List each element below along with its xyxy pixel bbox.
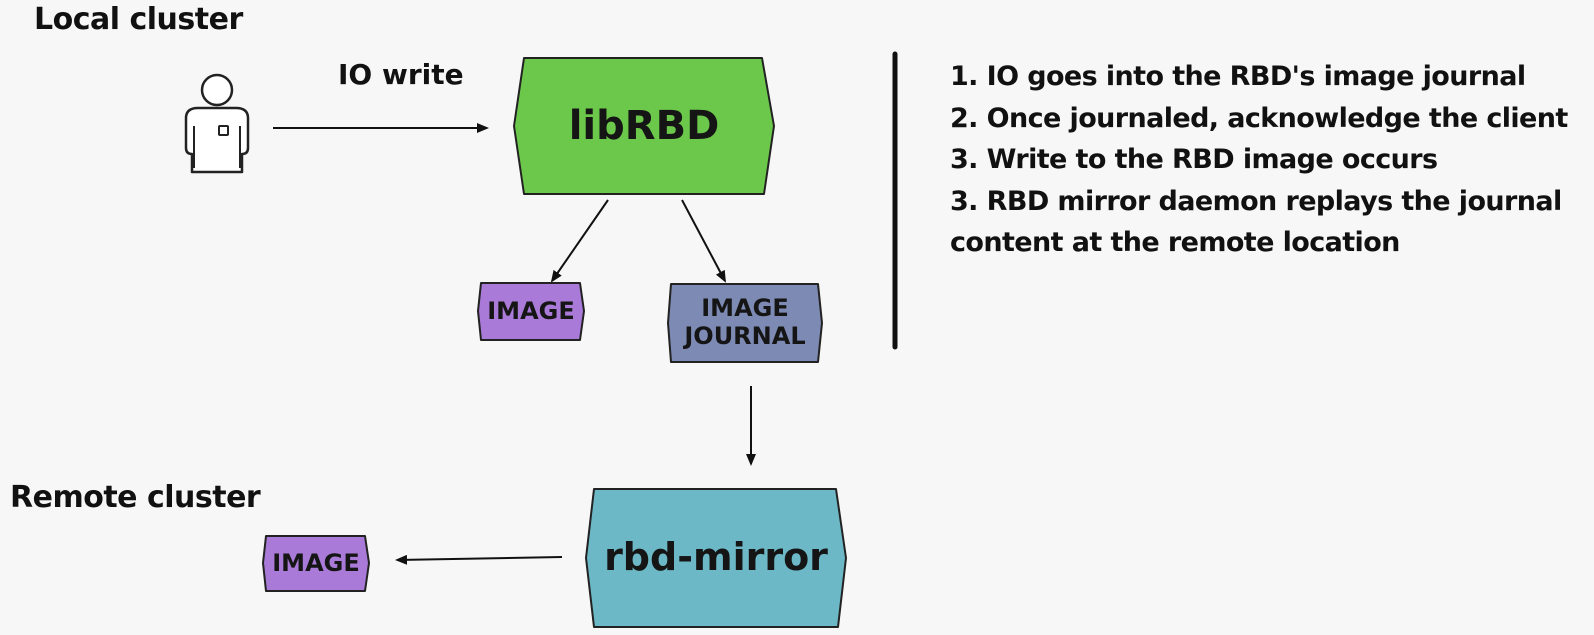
local-cluster-label: Local cluster xyxy=(34,2,243,37)
steps-list: 1. IO goes into the RBD's image journal … xyxy=(950,56,1590,264)
local-image-label: IMAGE xyxy=(487,296,575,325)
remote-image-node: IMAGE xyxy=(261,533,371,594)
image-journal-label-line2: JOURNAL xyxy=(684,322,806,350)
local-image-node: IMAGE xyxy=(476,280,586,343)
user-icon xyxy=(184,73,250,174)
remote-image-shape xyxy=(262,535,370,592)
io-write-label: IO write xyxy=(338,58,464,91)
rbd-mirror-node: rbd-mirror xyxy=(584,486,848,630)
image-journal-node: IMAGE JOURNAL xyxy=(666,281,824,365)
librbd-label: libRBD xyxy=(568,103,720,149)
remote-cluster-label: Remote cluster xyxy=(10,480,261,515)
step-item: 3. Write to the RBD image occurs xyxy=(950,144,1438,175)
rbd-mirror-label: rbd-mirror xyxy=(604,535,828,580)
step-item: 3. RBD mirror daemon replays the journal… xyxy=(950,185,1562,259)
librbd-to-image-arrow xyxy=(550,199,609,283)
mirror-to-remote-image-arrow xyxy=(395,554,563,565)
image-journal-label-line1: IMAGE xyxy=(701,294,789,323)
librbd-to-journal-arrow xyxy=(681,199,726,283)
librbd-node: libRBD xyxy=(512,55,776,197)
remote-image-label: IMAGE xyxy=(272,548,360,577)
image-journal-shape xyxy=(667,283,823,363)
rbd-mirror-shape xyxy=(585,488,847,628)
local-image-shape xyxy=(477,282,585,341)
step-item: 2. Once journaled, acknowledge the clien… xyxy=(950,102,1568,134)
librbd-shape xyxy=(513,57,775,195)
step-item: 1. IO goes into the RBD's image journal xyxy=(950,61,1526,92)
